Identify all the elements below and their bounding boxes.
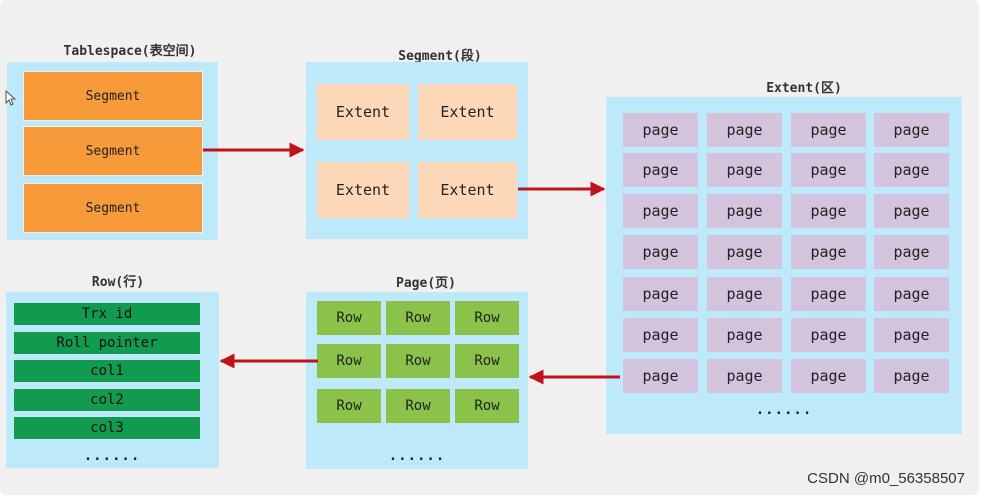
- extent-page: page: [874, 113, 949, 147]
- extent-page: page: [623, 194, 698, 228]
- page-row: Row: [386, 344, 450, 378]
- extent-page: page: [791, 359, 866, 393]
- tablespace-title: Tablespace(表空间): [63, 44, 197, 59]
- extent-page: page: [791, 277, 866, 311]
- extent-page: page: [791, 235, 866, 269]
- extent-page: page: [623, 359, 698, 393]
- page-row: Row: [455, 301, 519, 335]
- row-title: Row(行): [91, 275, 145, 290]
- extent-page: page: [623, 277, 698, 311]
- extent-page: page: [623, 235, 698, 269]
- row-field: col1: [14, 360, 200, 382]
- page-row: Row: [317, 344, 381, 378]
- extent-page: page: [791, 194, 866, 228]
- row-panel: Trx id Roll pointer col1 col2 col3 .....…: [6, 292, 219, 468]
- extent-page: page: [623, 318, 698, 352]
- tablespace-segment: Segment: [23, 183, 203, 233]
- mouse-cursor-icon: [5, 90, 17, 106]
- segment-extent: Extent: [317, 84, 409, 140]
- extent-page: page: [874, 153, 949, 187]
- segment-title: Segment(段): [398, 49, 482, 64]
- segment-extent: Extent: [418, 162, 517, 218]
- page-ellipsis: ......: [388, 448, 446, 464]
- extent-page: page: [707, 153, 782, 187]
- row-field: col3: [14, 417, 200, 439]
- row-field: col2: [14, 389, 200, 411]
- page-row: Row: [386, 301, 450, 335]
- extent-page: page: [791, 318, 866, 352]
- tablespace-segment: Segment: [23, 71, 203, 121]
- row-field: Roll pointer: [14, 332, 200, 354]
- page-row: Row: [317, 389, 381, 423]
- extent-page: page: [874, 318, 949, 352]
- extent-page: page: [874, 359, 949, 393]
- page-row: Row: [317, 301, 381, 335]
- extent-page: page: [707, 235, 782, 269]
- segment-panel: Extent Extent Extent Extent: [306, 62, 528, 239]
- extent-page: page: [707, 318, 782, 352]
- tablespace-panel: Segment Segment Segment: [7, 62, 218, 240]
- extent-page: page: [791, 113, 866, 147]
- tablespace-segment: Segment: [23, 126, 203, 176]
- extent-page: page: [707, 194, 782, 228]
- extent-page: page: [874, 277, 949, 311]
- extent-page: page: [707, 113, 782, 147]
- segment-extent: Extent: [418, 84, 517, 140]
- row-ellipsis: ......: [83, 448, 141, 464]
- extent-page: page: [874, 235, 949, 269]
- page-row: Row: [455, 344, 519, 378]
- extent-page: page: [707, 277, 782, 311]
- extent-page: page: [791, 153, 866, 187]
- extent-page: page: [623, 153, 698, 187]
- page-row: Row: [455, 389, 519, 423]
- page-row: Row: [386, 389, 450, 423]
- extent-page: page: [707, 359, 782, 393]
- page-title: Page(页): [396, 276, 456, 291]
- row-field: Trx id: [14, 303, 200, 325]
- extent-page: page: [623, 113, 698, 147]
- segment-extent: Extent: [317, 162, 409, 218]
- watermark: CSDN @m0_56358507: [807, 470, 965, 487]
- extent-title: Extent(区): [766, 81, 842, 96]
- extent-ellipsis: ......: [755, 402, 813, 418]
- extent-page: page: [874, 194, 949, 228]
